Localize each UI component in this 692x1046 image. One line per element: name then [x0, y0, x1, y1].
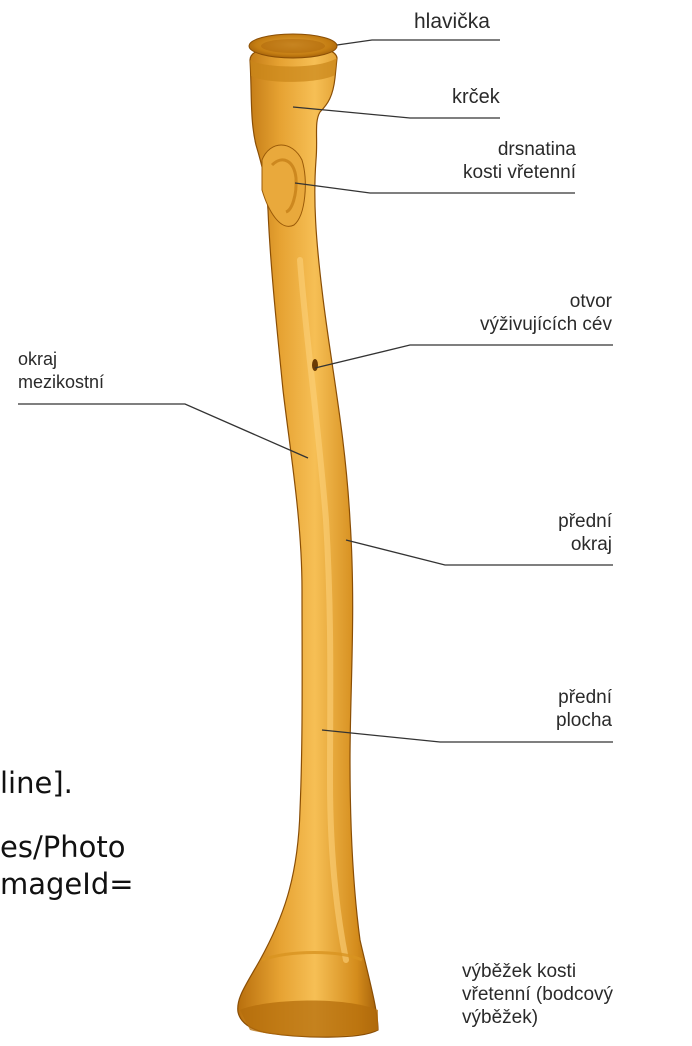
label-okraj-mezikostni-line2: mezikostní	[18, 371, 104, 394]
label-drsnatina-line1: drsnatina	[463, 138, 576, 161]
label-otvor-line1: otvor	[480, 290, 612, 313]
leader-hlavicka	[337, 40, 500, 45]
label-bodcovy-line1: výběžek kosti	[462, 960, 613, 983]
label-krcek: krček	[452, 86, 500, 109]
slide-fragment-2: es/Photo	[0, 829, 125, 865]
label-drsnatina-line2: kosti vřetenní	[463, 161, 576, 184]
slide-fragment-1: line].	[0, 765, 73, 801]
slide-fragment-3: mageId=	[0, 866, 134, 902]
label-predni-plocha-line1: přední	[556, 686, 612, 709]
label-predni-okraj: přední okraj	[558, 510, 612, 556]
label-hlavicka: hlavička	[414, 10, 490, 33]
label-okraj-mezikostni-line1: okraj	[18, 348, 104, 371]
label-predni-plocha-line2: plocha	[556, 709, 612, 732]
label-bodcovy-vybezek: výběžek kosti vřetenní (bodcový výběžek)	[462, 960, 613, 1029]
leader-drsnatina	[295, 183, 575, 193]
label-otvor-line2: výživujících cév	[480, 313, 612, 336]
leader-okraj-mezikostni	[18, 404, 308, 458]
label-predni-okraj-line2: okraj	[558, 533, 612, 556]
label-predni-plocha: přední plocha	[556, 686, 612, 732]
label-predni-okraj-line1: přední	[558, 510, 612, 533]
label-bodcovy-line2: vřetenní (bodcový	[462, 983, 613, 1006]
label-otvor: otvor výživujících cév	[480, 290, 612, 336]
leader-otvor	[315, 345, 613, 368]
label-bodcovy-line3: výběžek)	[462, 1006, 613, 1029]
label-okraj-mezikostni: okraj mezikostní	[18, 348, 104, 394]
label-drsnatina: drsnatina kosti vřetenní	[463, 138, 576, 184]
